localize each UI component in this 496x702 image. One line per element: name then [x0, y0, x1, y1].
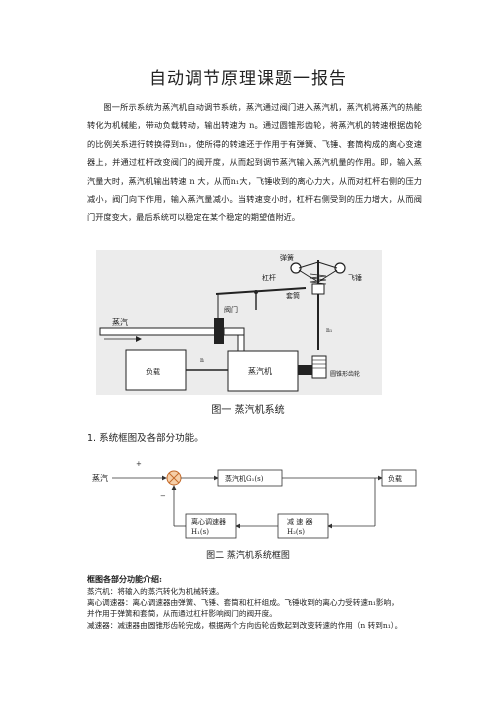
steam-engine-figure: 蒸汽 阀门 杠杆 弹簧 飞锤 套筒 n₁ 负载 n 蒸汽机 圆锥形齿轮: [96, 250, 382, 395]
plus-sign: +: [136, 460, 142, 468]
section1-heading: 1. 系统框图及各部分功能。: [87, 433, 204, 444]
spring-label: 弹簧: [280, 253, 294, 262]
load-label: 负载: [146, 367, 160, 376]
function-subheading: 框图各部分功能介绍:: [87, 574, 162, 584]
function-list: 蒸汽机：将输入的蒸汽转化为机械转速。 离心调速器：离心调速器由弹簧、飞锤、套筒和…: [87, 586, 425, 631]
document-title: 自动调节原理课题一报告: [149, 69, 347, 89]
function-item: 离心调速器：离心调速器由弹簧、飞锤、套筒和杠杆组成。飞锤收到的离心力受转速n₁影…: [87, 598, 399, 608]
steam-label: 蒸汽: [112, 317, 128, 327]
governor-transfer: H₁(s): [191, 528, 209, 536]
engine-label: 蒸汽机: [248, 366, 272, 376]
sleeve-label: 套筒: [286, 291, 300, 300]
block-diagram: 蒸汽 + − 蒸汽机G₁(s) 负载 减 速 器 H₂(s) 离心调速器 H₁(…: [92, 460, 417, 539]
reducer-transfer: H₂(s): [287, 528, 305, 536]
reducer-block-label: 减 速 器: [287, 517, 312, 526]
figure1-caption: 图一 蒸汽机系统: [211, 405, 285, 416]
input-label: 蒸汽: [92, 473, 108, 483]
flyweight-label: 飞锤: [348, 273, 362, 282]
intro-paragraph: 图一所示系统为蒸汽机自动调节系统，蒸汽通过阀门进入蒸汽机，蒸汽机将蒸汽的热能转化…: [87, 102, 422, 223]
function-item: 并作用于弹簧和套筒，从而通过杠杆影响阀门的阀开度。: [87, 609, 277, 619]
n-label: n: [200, 357, 204, 364]
governor-block-label: 离心调速器: [191, 517, 226, 526]
lever-label: 杠杆: [262, 273, 276, 282]
engine-block-label: 蒸汽机G₁(s): [225, 474, 264, 483]
function-item: 蒸汽机：将输入的蒸汽转化为机械转速。: [87, 587, 224, 596]
load-block-label: 负载: [388, 474, 402, 483]
figure2-caption: 图二 蒸汽机系统框图: [206, 551, 290, 561]
valve-label: 阀门: [224, 305, 238, 314]
gear-label: 圆锥形齿轮: [330, 370, 360, 378]
minus-sign: −: [160, 492, 166, 500]
n1-label: n₁: [326, 327, 332, 334]
function-item: 减速器：减速器由圆锥形齿轮完成，根据两个方向齿轮齿数起到改变转速的作用（n 转到…: [87, 620, 403, 630]
